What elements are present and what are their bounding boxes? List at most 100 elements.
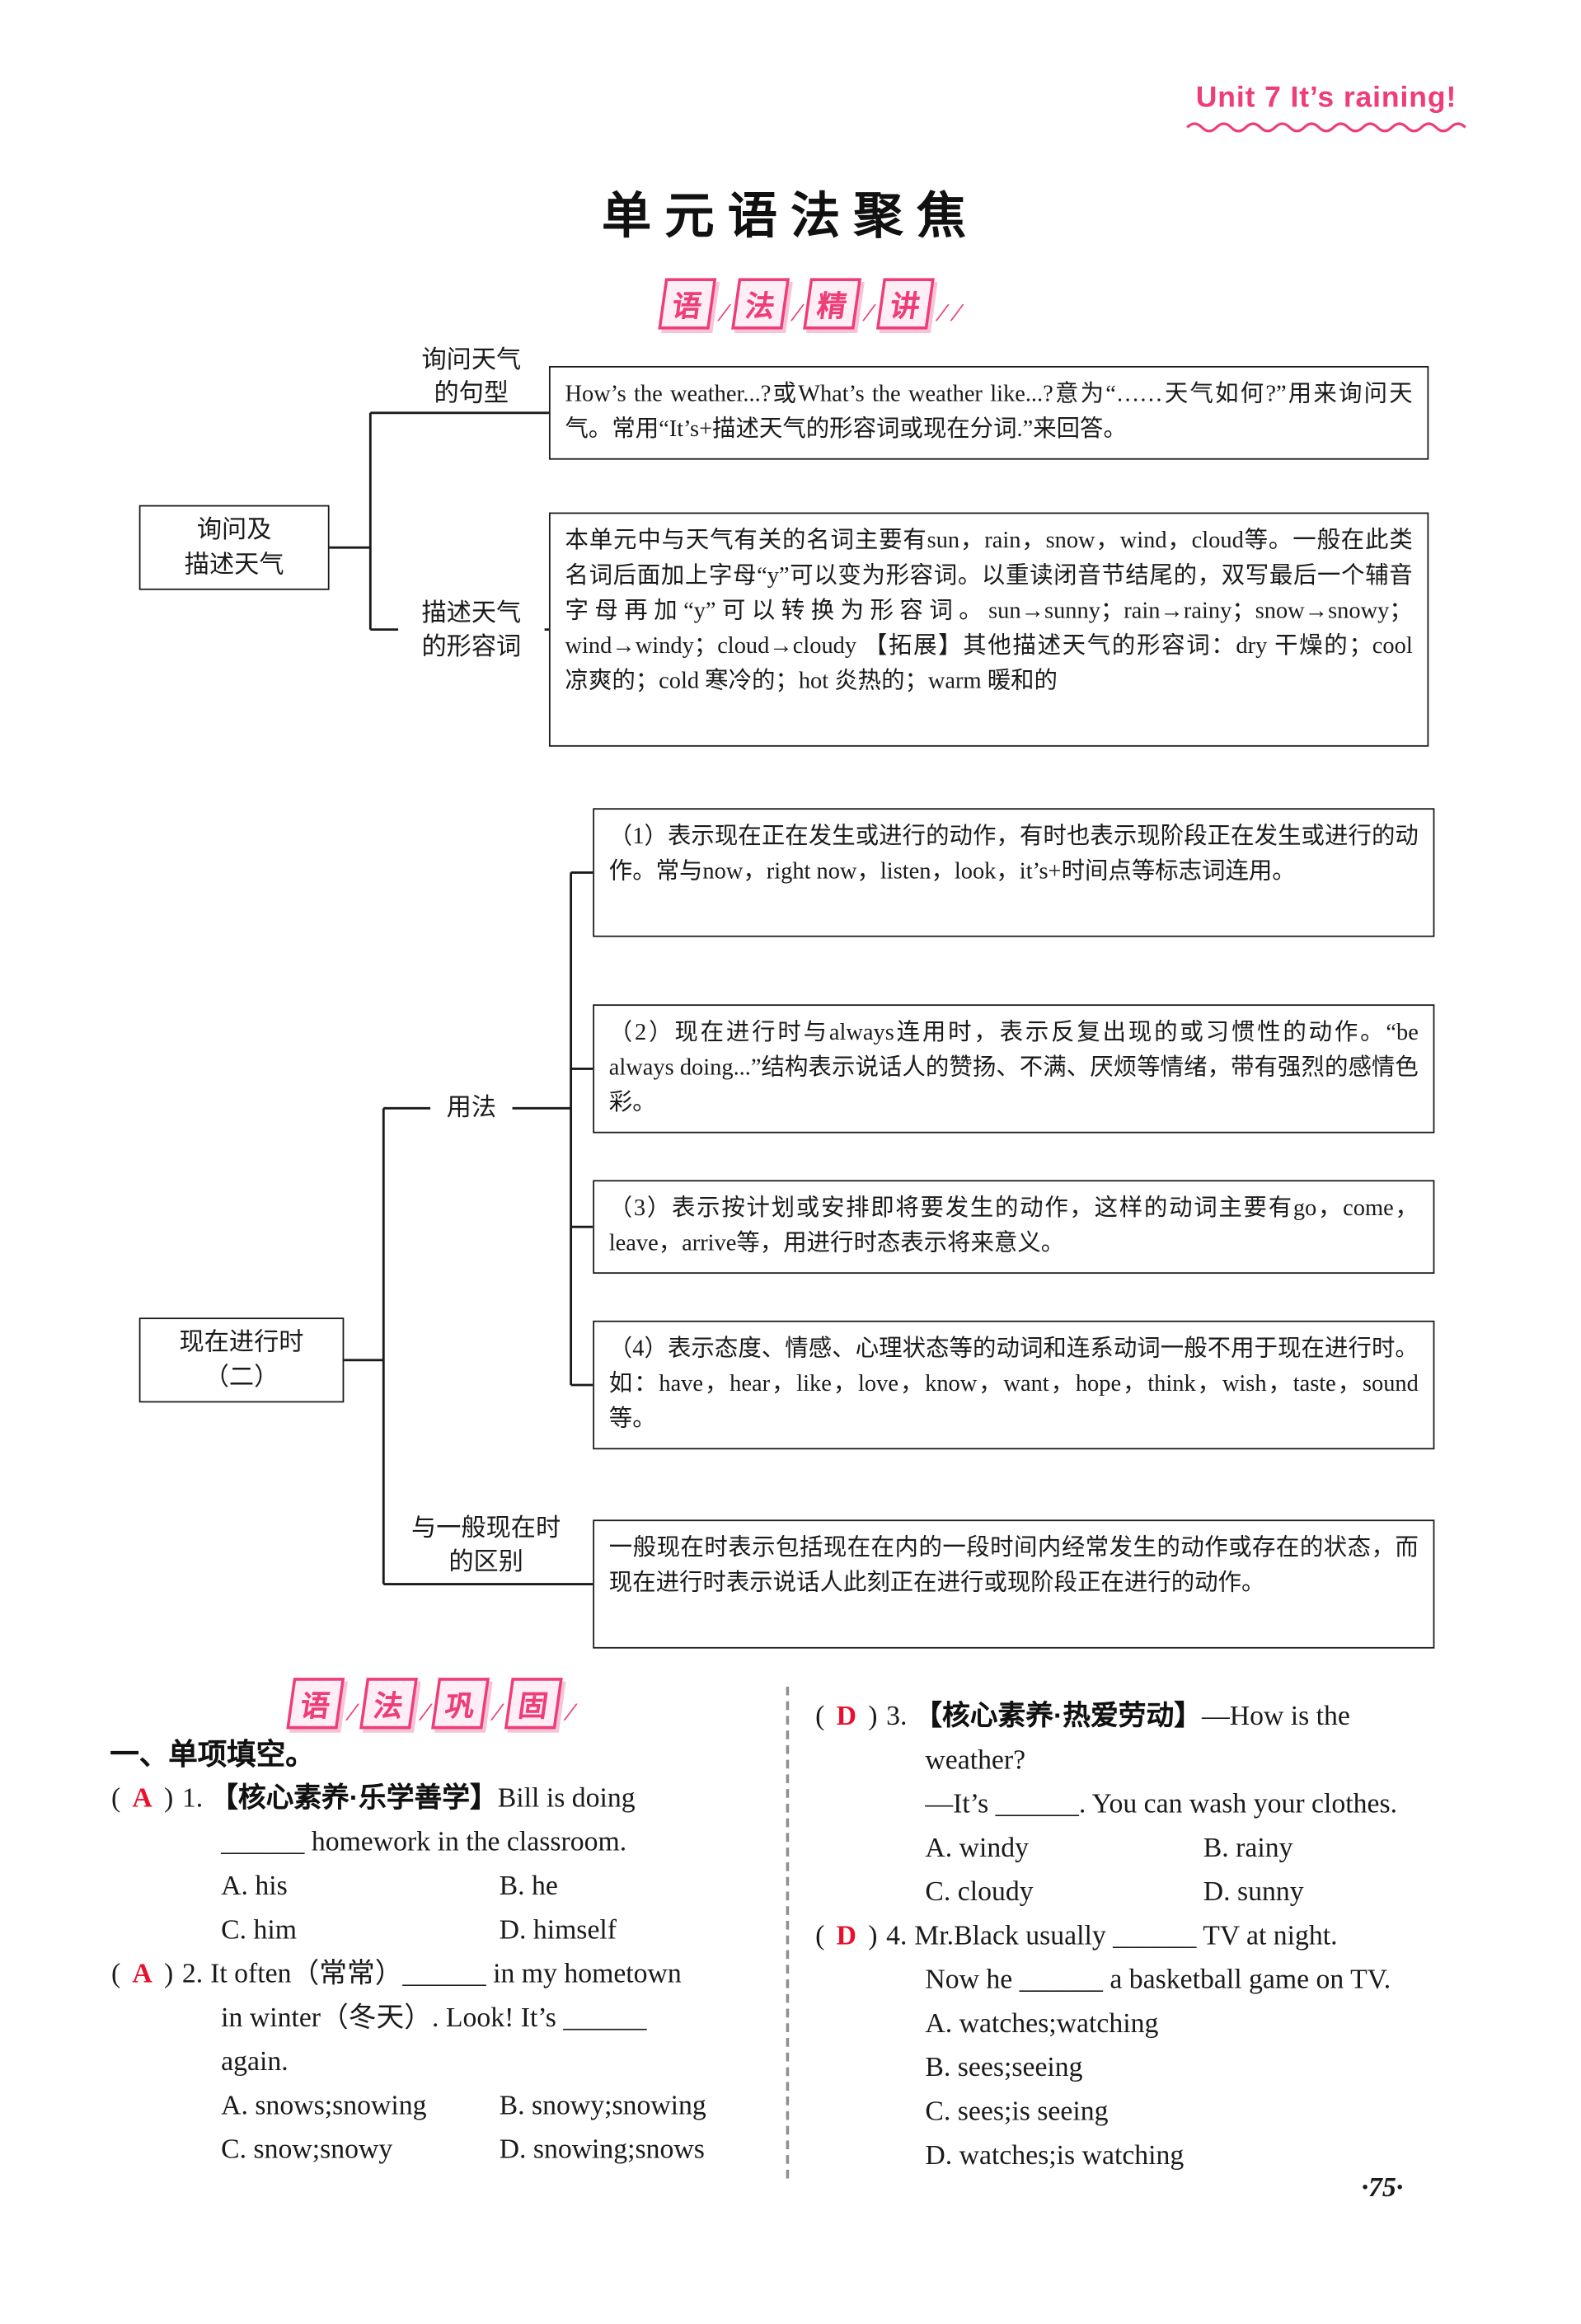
stem-text: ______ homework in the classroom. bbox=[221, 1827, 627, 1858]
question-stem-line: (D)4.Mr.Black usually ______ TV at night… bbox=[814, 1915, 1487, 1959]
question-stem-line: ( D) 3.【核心素养·热爱劳动】—How is the bbox=[814, 1695, 1487, 1739]
answer-paren-close: ) bbox=[164, 1959, 174, 1990]
page-title: 单元语法聚焦 bbox=[601, 189, 980, 245]
competency-tag: 【核心素养·热爱劳动】 bbox=[914, 1701, 1202, 1732]
note-text: （1）表示现在正在发生或进行的动作，有时也表示现阶段正在发生或进行的动作。常与n… bbox=[608, 824, 1419, 885]
options-grid: A. windy B. rainy C. cloudy D. sunny bbox=[814, 1827, 1487, 1915]
branch-label-line: 的句型 bbox=[434, 378, 509, 407]
note-text: （3）表示按计划或安排即将要发生的动作，这样的动词主要有go，come，leav… bbox=[608, 1195, 1419, 1256]
page-number: ·75· bbox=[1361, 2172, 1404, 2204]
question-stem-line: ( A)2.It often（常常）______ in my hometown bbox=[110, 1953, 783, 1997]
note-usage-3: （3）表示按计划或安排即将要发生的动作，这样的动词主要有go，come，leav… bbox=[593, 1180, 1435, 1275]
branch-label-weather-adjectives: 描述天气 的形容词 bbox=[398, 595, 545, 664]
option-b: B. rainy bbox=[1203, 1833, 1293, 1864]
column-divider bbox=[786, 1686, 790, 2179]
answer-letter: D bbox=[836, 1920, 857, 1952]
answer-paren-open: ( bbox=[815, 1920, 825, 1952]
stem-text: —It’s ______. You can wash your clothes. bbox=[925, 1789, 1398, 1820]
option-c: C. cloudy bbox=[925, 1876, 1034, 1908]
question-stem-line: ( A)1.【核心素养·乐学善学】Bill is doing bbox=[110, 1777, 783, 1821]
root-label-line: 询问及 bbox=[196, 515, 272, 543]
options-grid: A. snows;snowing B. snowy;snowing C. sno… bbox=[110, 2085, 783, 2173]
question-number: 2. bbox=[181, 1959, 204, 1990]
stem-text: Mr.Black usually ______ TV at night. bbox=[914, 1920, 1338, 1952]
question-stem-line: again. bbox=[110, 2041, 783, 2085]
stem-text: again. bbox=[221, 2046, 289, 2078]
branch-label-line: 与一般现在时 bbox=[411, 1514, 561, 1542]
option-a: A. his bbox=[221, 1871, 288, 1902]
branch-label-line: 询问天气 bbox=[421, 345, 522, 373]
stem-text: weather? bbox=[925, 1744, 1026, 1777]
mindmap-root-weather: 询问及 描述天气 bbox=[138, 505, 330, 590]
option-b: B. snowy;snowing bbox=[499, 2090, 706, 2122]
branch-label-difference: 与一般现在时 的区别 bbox=[392, 1511, 579, 1579]
exercise-left-column: 一、单项填空。 (A)1.【核心素养·乐学善学】Bill is doing __… bbox=[110, 1734, 783, 2173]
answer-letter: A bbox=[132, 1783, 152, 1815]
unit-header: Unit 7 It’s raining! bbox=[1185, 82, 1466, 134]
answer-paren-close: ) bbox=[164, 1783, 174, 1815]
answer-paren-open: ( bbox=[110, 1783, 121, 1815]
option-c: C. him bbox=[221, 1914, 298, 1946]
answer-paren-close: ) bbox=[868, 1701, 878, 1732]
note-weather-adjectives: 本单元中与天气有关的名词主要有sun，rain，snow，wind，cloud等… bbox=[548, 512, 1429, 747]
unit-title: Unit 7 It’s raining! bbox=[1195, 82, 1457, 115]
question-stem-line: Now he ______ a basketball game on TV. bbox=[814, 1959, 1487, 2002]
stem-text: Now he ______ a basketball game on TV. bbox=[925, 1965, 1391, 1996]
branch-label-line: 用法 bbox=[446, 1093, 497, 1122]
mindmap-root-present-continuous: 现在进行时 （二） bbox=[138, 1317, 345, 1403]
note-text: 一般现在时表示包括现在在内的一段时间内经常发生的动作或存在的状态，而现在进行时表… bbox=[608, 1535, 1419, 1596]
question-2: ( A)2.It often（常常）______ in my hometown i… bbox=[110, 1953, 783, 2172]
stem-text: It often（常常）______ in my hometown bbox=[210, 1959, 682, 1990]
note-asking-weather: How’s the weather...?或What’s the weather… bbox=[548, 365, 1429, 460]
option-a: A. snows;snowing bbox=[221, 2090, 427, 2122]
option-a: A. watches;watching bbox=[925, 2008, 1159, 2040]
question-number: 3. bbox=[886, 1701, 908, 1732]
root-label-line: （二） bbox=[204, 1363, 279, 1392]
branch-label-usage: 用法 bbox=[430, 1091, 513, 1124]
answer-paren-close: ) bbox=[868, 1920, 878, 1952]
root-label-line: 现在进行时 bbox=[179, 1327, 304, 1356]
answer-paren-open: ( bbox=[815, 1701, 825, 1732]
section-title-multiple-choice: 一、单项填空。 bbox=[110, 1739, 315, 1772]
answer-letter: D bbox=[836, 1701, 857, 1732]
options-grid: A. his B. he C. him D. himself bbox=[110, 1865, 783, 1953]
note-usage-4: （4）表示态度、情感、心理状态等的动词和连系动词一般不用于现在进行时。如：hav… bbox=[593, 1320, 1435, 1450]
stem-text: in winter（冬天）. Look! It’s ______ bbox=[221, 2002, 647, 2034]
question-1: ( A)1.【核心素养·乐学善学】Bill is doing ______ hom… bbox=[110, 1777, 783, 1953]
branch-label-line: 的形容词 bbox=[421, 632, 522, 660]
option-a: A. windy bbox=[925, 1833, 1029, 1864]
option-b: B. sees;seeing bbox=[925, 2052, 1083, 2084]
question-stem-line: weather? bbox=[814, 1739, 1487, 1783]
question-4: (D)4.Mr.Black usually ______ TV at night… bbox=[814, 1915, 1487, 2179]
branch-label-line: 的区别 bbox=[448, 1547, 523, 1575]
question-3: ( D) 3.【核心素养·热爱劳动】—How is the weather? —It… bbox=[814, 1695, 1487, 1914]
option-d: D. watches;is watching bbox=[925, 2140, 1185, 2171]
option-c: C. sees;is seeing bbox=[925, 2096, 1109, 2128]
stem-text: —How is the bbox=[1201, 1701, 1350, 1732]
note-text: （2）现在进行时与always连用时，表示反复出现的或习惯性的动作。“be al… bbox=[608, 1020, 1419, 1116]
answer-paren-open: ( bbox=[110, 1959, 121, 1990]
option-d: D. snowing;snows bbox=[499, 2134, 705, 2166]
option-d: D. sunny bbox=[1203, 1876, 1304, 1908]
note-text: （4）表示态度、情感、心理状态等的动词和连系动词一般不用于现在进行时。如：hav… bbox=[608, 1336, 1419, 1432]
options-list: A. watches;watching B. sees;seeing C. se… bbox=[814, 2002, 1487, 2178]
exercise-right-column: ( D) 3.【核心素养·热爱劳动】—How is the weather? —It… bbox=[814, 1695, 1487, 2178]
question-stem-line: ______ homework in the classroom. bbox=[110, 1821, 783, 1865]
note-difference: 一般现在时表示包括现在在内的一段时间内经常发生的动作或存在的状态，而现在进行时表… bbox=[593, 1519, 1435, 1649]
note-usage-2: （2）现在进行时与always连用时，表示反复出现的或习惯性的动作。“be al… bbox=[593, 1004, 1435, 1134]
root-label-line: 描述天气 bbox=[184, 550, 284, 579]
question-stem-line: —It’s ______. You can wash your clothes. bbox=[814, 1783, 1487, 1827]
stem-text: Bill is doing bbox=[497, 1783, 636, 1815]
question-number: 1. bbox=[181, 1783, 204, 1815]
branch-label-line: 描述天气 bbox=[421, 599, 522, 627]
competency-tag: 【核心素养·乐学善学】 bbox=[210, 1783, 498, 1815]
answer-letter: A bbox=[132, 1959, 152, 1990]
branch-label-question-pattern: 询问天气 的句型 bbox=[398, 343, 545, 411]
question-stem-line: in winter（冬天）. Look! It’s ______ bbox=[110, 1997, 783, 2040]
option-d: D. himself bbox=[499, 1914, 617, 1946]
option-b: B. he bbox=[499, 1871, 558, 1902]
note-text: How’s the weather...?或What’s the weather… bbox=[565, 382, 1413, 443]
